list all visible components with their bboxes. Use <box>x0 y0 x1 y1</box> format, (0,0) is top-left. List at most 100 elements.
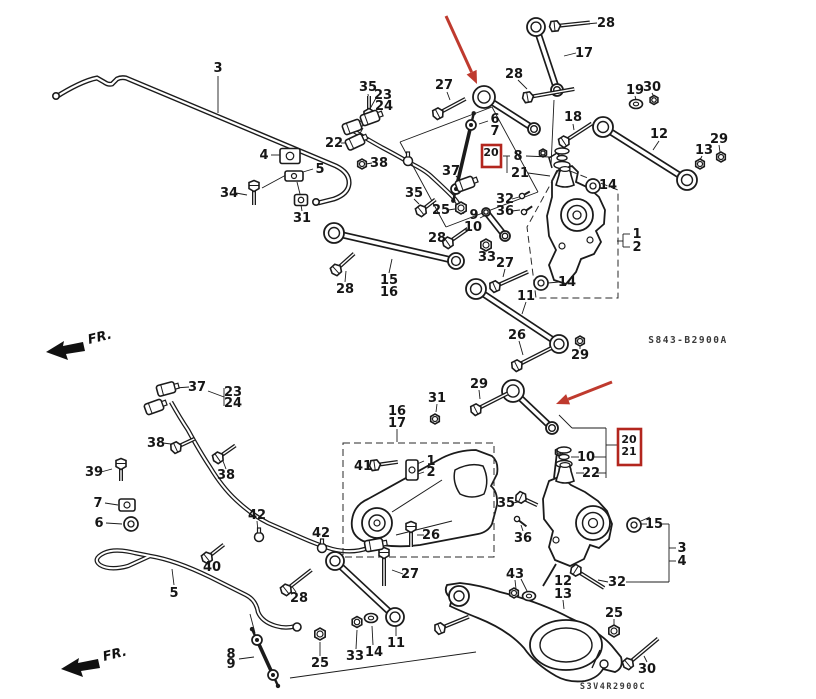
bolt <box>621 637 660 671</box>
part-number-label: 4 <box>677 554 686 569</box>
nut <box>694 158 706 170</box>
trailing-arm <box>350 449 499 548</box>
connector <box>155 381 180 397</box>
part-number-label: 11 <box>517 289 535 304</box>
highlighted-part-number: 20 <box>621 433 637 446</box>
stabilizer-link <box>249 626 281 689</box>
bolt <box>510 346 552 373</box>
leader-line <box>547 281 560 284</box>
connector <box>359 109 384 127</box>
part-number-label: 37 <box>442 164 460 179</box>
part-number-label: 32 <box>608 575 626 590</box>
nut <box>356 158 368 170</box>
bushing-block <box>293 193 309 207</box>
fr-arrow-icon <box>46 341 85 360</box>
bolt <box>115 457 127 481</box>
part-number-label: 12 <box>650 127 668 142</box>
highlighted-part-number: 20 <box>483 146 499 159</box>
part-number-label: 7 <box>93 496 102 511</box>
part-number-label: 22 <box>582 466 600 481</box>
catalog-code-top: S843-B2900A <box>648 335 727 346</box>
top-diagram <box>51 75 619 299</box>
leader-line <box>643 655 648 663</box>
bolt <box>434 614 470 636</box>
leader-line <box>511 209 521 212</box>
harness-clip <box>253 527 265 543</box>
fr-direction-markers-layer: FR.FR. <box>46 328 128 677</box>
leader-line <box>105 522 123 525</box>
washer <box>521 590 537 602</box>
bolt <box>248 179 260 205</box>
leader-line <box>563 52 577 57</box>
leader-line <box>222 460 227 470</box>
bolt <box>211 443 237 465</box>
bushing <box>533 275 549 291</box>
highlight-box <box>480 143 503 169</box>
leader-line <box>162 442 172 445</box>
knuckle-assembly-outline <box>526 166 619 299</box>
washer <box>628 98 644 110</box>
leader-line <box>344 270 347 283</box>
suspension-arm <box>465 278 569 354</box>
knuckle-bottom <box>542 451 613 587</box>
leader-line <box>435 403 438 413</box>
leader-line <box>417 471 425 475</box>
bolt <box>489 269 529 294</box>
bottom-diagram <box>94 400 623 683</box>
small-parts-layer <box>115 17 727 689</box>
part-number-label: 31 <box>293 211 311 226</box>
leader-line <box>514 579 517 590</box>
leader-line <box>550 99 555 167</box>
catalog-code-bottom: S3V4R2900C <box>580 682 646 692</box>
part-number-label: 28 <box>428 231 446 246</box>
part-number-label: 14 <box>365 645 383 660</box>
leader-line <box>235 192 248 196</box>
part-number-label: 27 <box>496 256 514 271</box>
leader-line <box>355 629 358 650</box>
part-number-label: 37 <box>188 380 206 395</box>
nut <box>480 238 492 252</box>
leader-line <box>527 172 551 177</box>
part-number-label: 17 <box>575 46 593 61</box>
bolt <box>405 520 417 547</box>
leader-line <box>388 258 393 274</box>
pin <box>520 205 533 216</box>
part-number-label: 8 <box>226 647 235 662</box>
part-number-label: 24 <box>375 99 393 114</box>
bolt <box>200 543 225 565</box>
part-number-label: 35 <box>497 496 515 511</box>
harness-clip <box>402 151 414 167</box>
abs-wire-harness-bottom <box>169 400 369 554</box>
rubber-mount <box>555 165 575 188</box>
bolt <box>329 252 356 277</box>
part-number-label: 9 <box>226 657 235 672</box>
nut <box>351 615 363 629</box>
bolt <box>469 391 509 417</box>
bolt <box>431 97 467 121</box>
part-number-label: 38 <box>147 436 165 451</box>
leader-line <box>289 651 477 679</box>
part-number-label: 10 <box>464 220 482 235</box>
bolt <box>514 490 539 507</box>
leader-line <box>104 502 119 506</box>
bushing-block <box>284 170 304 182</box>
leader-line <box>597 579 609 583</box>
leader-line <box>518 340 524 356</box>
nut <box>508 587 520 599</box>
part-number-label: 42 <box>312 526 330 541</box>
bushing <box>585 178 601 194</box>
knuckle <box>546 152 606 286</box>
part-number-label: 9 <box>469 208 478 223</box>
part-number-label: 12 <box>554 574 572 589</box>
part-number-label: 15 <box>380 273 398 288</box>
suspension-arm <box>481 207 511 242</box>
part-number-label: 30 <box>638 662 656 677</box>
leader-line <box>521 301 527 315</box>
suspension-arm <box>472 85 541 136</box>
part-number-label: 2 <box>632 240 641 255</box>
pin <box>518 190 531 200</box>
suspension-arm <box>526 17 564 97</box>
part-number-label: 7 <box>490 124 499 139</box>
